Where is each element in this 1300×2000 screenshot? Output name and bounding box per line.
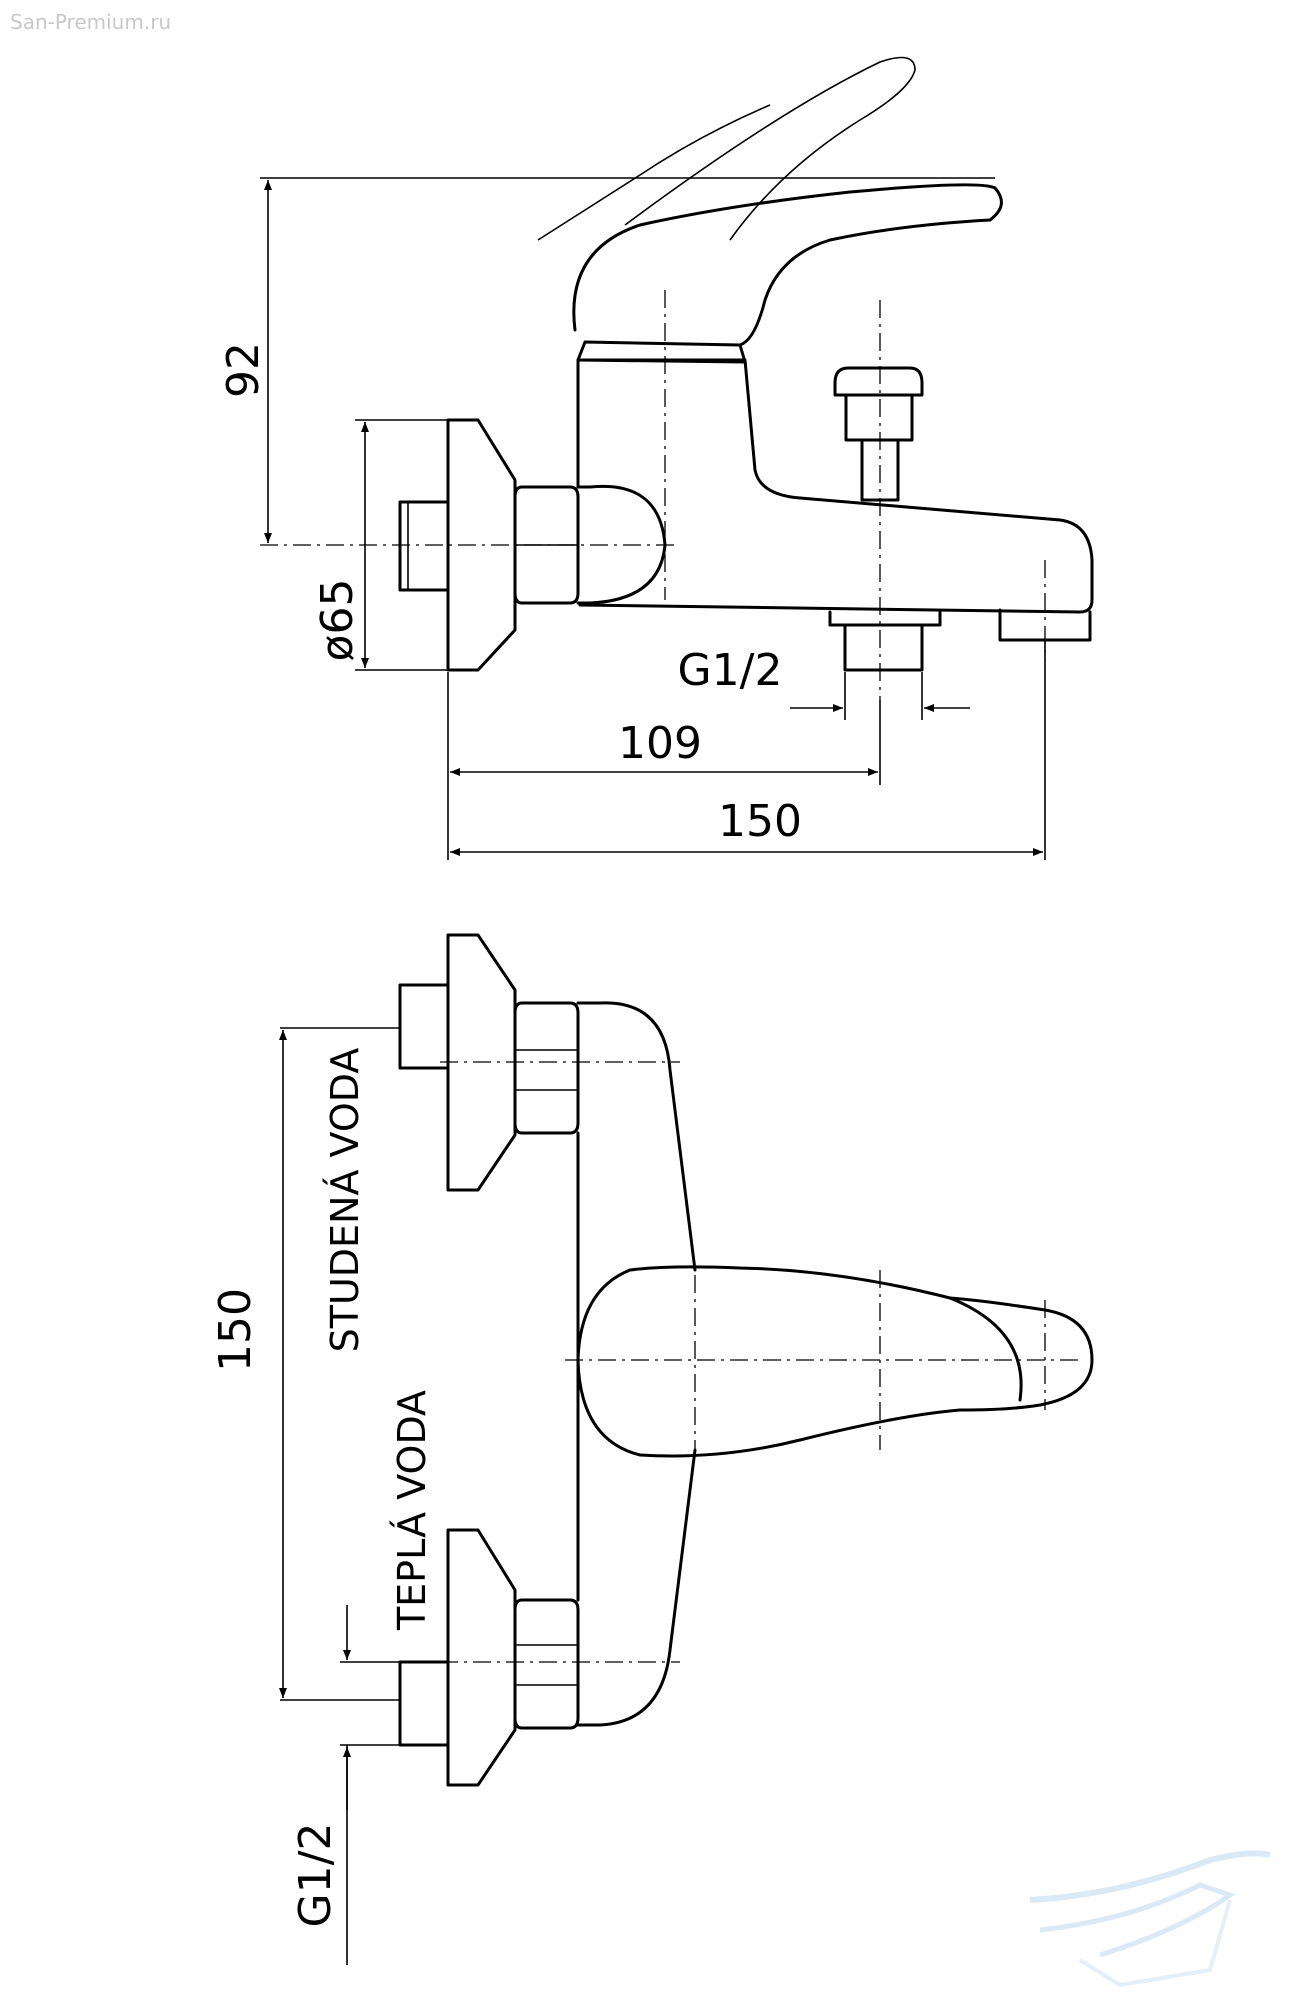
dim-150-top: 150 (210, 1288, 261, 1372)
lower-hex-nut (513, 1598, 580, 1730)
hex-nut (513, 485, 580, 605)
dim-diameter: ø65 (312, 579, 363, 662)
label-cold-water: STUDENÁ VODA (323, 1048, 367, 1353)
lever-raised-outline (624, 56, 916, 241)
dim-thread-side: G1/2 (678, 645, 783, 696)
cartridge-collar (576, 340, 747, 364)
upper-flange (446, 933, 517, 1192)
lever-handle (572, 183, 1003, 347)
top-lever (576, 1265, 1094, 1458)
lower-flange (446, 1528, 517, 1787)
watermark-text: San-Premium.ru (10, 10, 172, 34)
label-hot-water: TEPLÁ VODA (390, 1390, 434, 1631)
dim-height: 92 (218, 342, 269, 398)
dim-thread-top: G1/2 (290, 1823, 341, 1928)
diverter-knob (833, 366, 924, 397)
top-view: 150 STUDENÁ VODA TEPLÁ VODA G1/2 (210, 933, 1094, 1965)
upper-hex-nut (513, 1001, 580, 1135)
main-body (576, 358, 1094, 614)
dim-150-side: 150 (718, 796, 802, 847)
dim-109: 109 (618, 718, 702, 769)
outlet-thread (828, 610, 942, 672)
logo-watermark (1029, 1850, 1271, 1988)
top-body (576, 1001, 697, 1727)
side-view: 92 ø65 G1/2 109 150 (218, 56, 1094, 860)
